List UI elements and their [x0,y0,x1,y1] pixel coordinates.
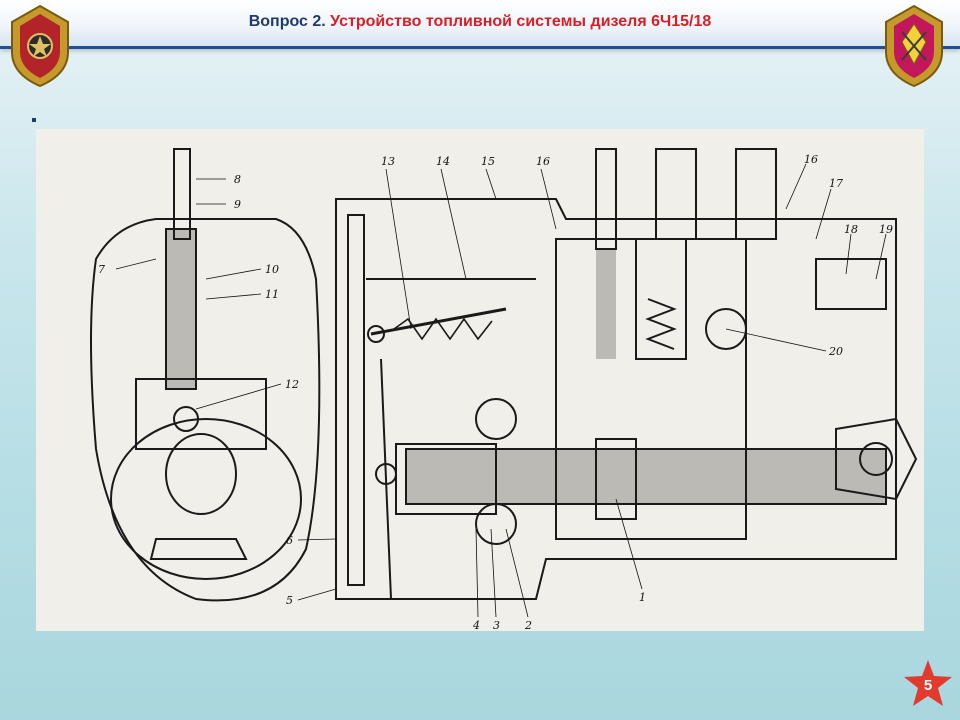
callout-20: 20 [828,345,843,358]
callout-7: 7 [98,263,105,276]
callout-11: 11 [265,288,279,301]
emblem-right-icon [885,4,943,88]
star-icon [904,660,952,706]
header-bar [0,0,960,49]
callout-16: 16 [536,155,550,168]
callout-2: 2 [524,619,532,631]
callout-3: 3 [493,619,500,631]
fuel-pump-drawing: 13 14 15 16 8 9 7 10 11 12 16 17 18 19 2… [36,129,924,631]
bullet-marker [32,118,36,122]
title-main: Устройство топливной системы дизеля 6Ч15… [330,13,712,30]
callout-15: 15 [481,155,495,168]
callout-9: 9 [234,198,241,211]
title-prefix: Вопрос 2. [248,13,326,30]
page-number: 5 [923,676,933,694]
callout-17: 17 [829,177,843,190]
callout-4: 4 [472,619,480,631]
emblem-left-icon [11,4,69,88]
callout-13: 13 [381,155,395,168]
callout-19: 19 [879,223,893,236]
slide-title: Вопрос 2. Устройство топливной системы д… [0,13,960,31]
callout-1: 1 [639,591,646,604]
fuel-pump-schematic: 13 14 15 16 8 9 7 10 11 12 16 17 18 19 2… [90,148,918,631]
callout-12: 12 [285,378,299,391]
callout-10: 10 [265,263,279,276]
callout-8: 8 [234,173,241,186]
callout-18: 18 [844,223,858,236]
callout-5: 5 [286,594,293,607]
callout-16b: 16 [804,153,818,166]
callout-14: 14 [436,155,450,168]
callout-6: 6 [286,534,293,547]
